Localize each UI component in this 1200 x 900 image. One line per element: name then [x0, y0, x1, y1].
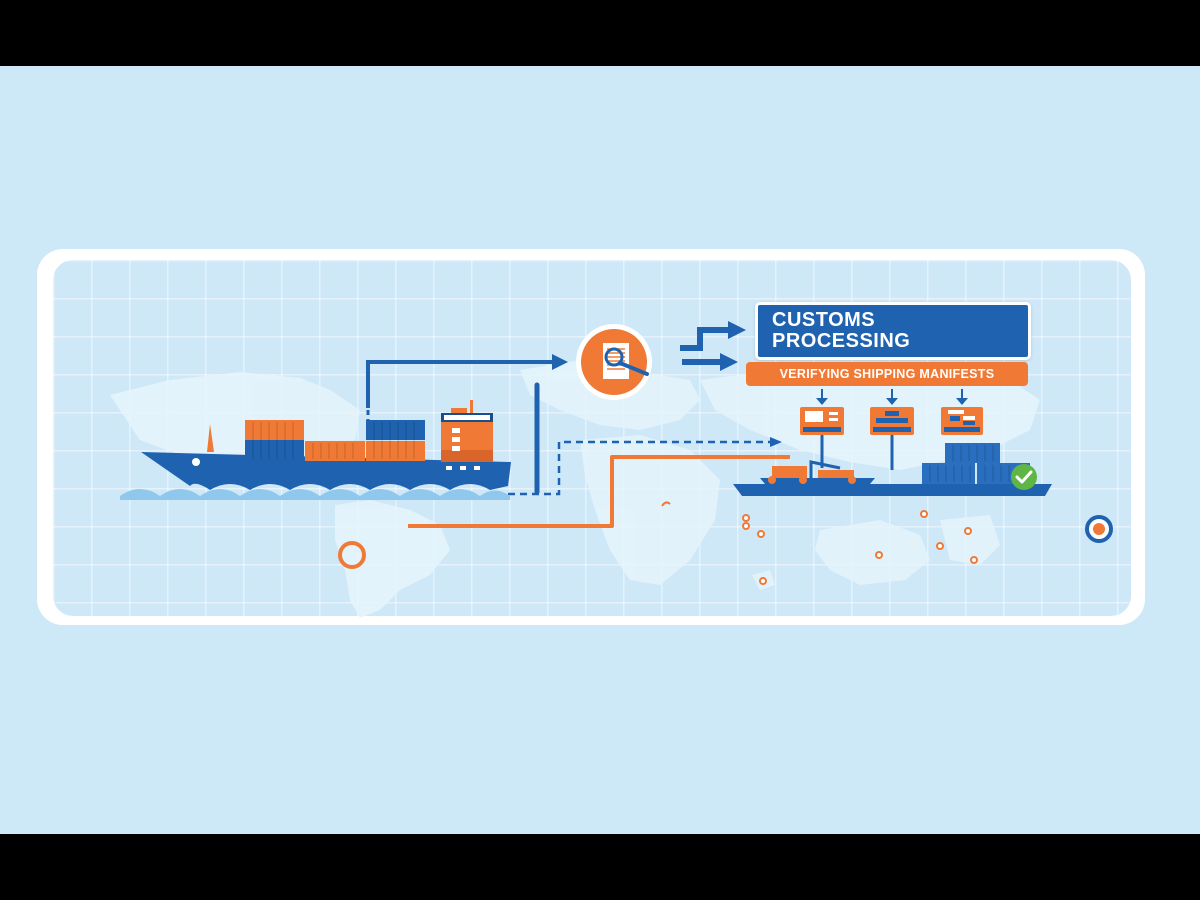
document-magnifier-icon: [576, 324, 652, 400]
document-form-icon: [941, 389, 983, 435]
target-marker-icon: [1085, 515, 1113, 543]
title-line-1: CUSTOMS: [772, 309, 876, 331]
shipping-illustration: [110, 321, 1113, 618]
manifest-documents: [800, 389, 983, 470]
verifying-manifests-banner: VERIFYING SHIPPING MANIFESTS: [746, 362, 1028, 386]
document-orgchart-icon: [870, 389, 914, 470]
flow-arrows: [366, 321, 790, 528]
canvas-background: CUSTOMS PROCESSING VERIFYING SHIPPING MA…: [0, 66, 1200, 834]
title-line-2: PROCESSING: [772, 330, 911, 352]
origin-ring-icon: [338, 541, 366, 569]
document-manifest-icon: [800, 389, 844, 468]
cargo-ship: [120, 400, 511, 500]
checkmark-icon: [1011, 464, 1037, 490]
customs-processing-title: CUSTOMS PROCESSING: [755, 302, 1031, 360]
location-markers: [338, 501, 1113, 585]
